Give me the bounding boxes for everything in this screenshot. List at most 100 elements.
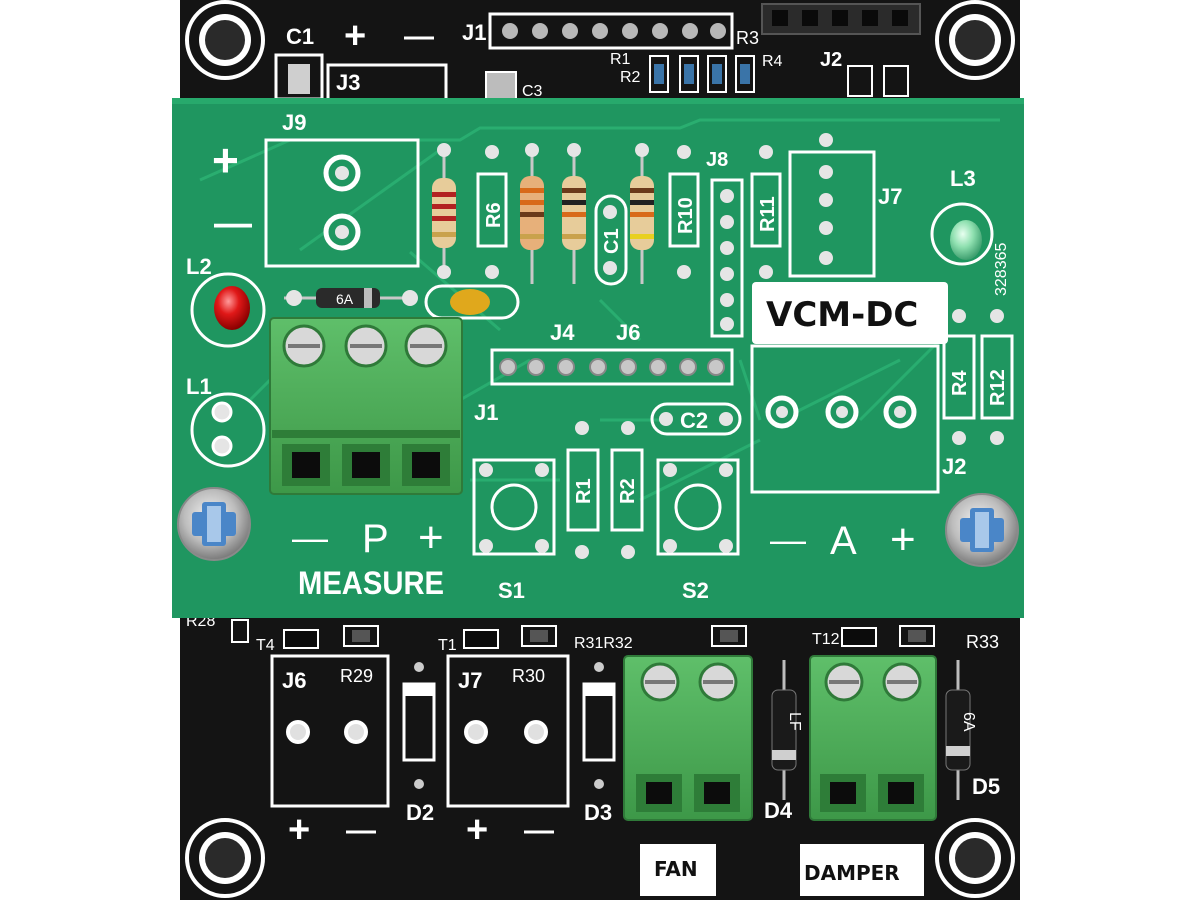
label-minus-top: — (404, 20, 434, 53)
label-c1-bottom: C1 (286, 24, 314, 49)
l3-footprint (930, 202, 994, 266)
j7-header-top (788, 150, 876, 278)
l3-green-led (950, 220, 982, 260)
r4-outline (942, 334, 976, 420)
label-p: P (362, 517, 389, 561)
label-l1: L1 (186, 374, 212, 399)
glass-diode: 6A (284, 288, 414, 308)
label-r12: R12 (987, 369, 1009, 406)
damper-label-sticker: DAMPER (800, 844, 924, 896)
label-diode-top: 6A (336, 291, 354, 307)
label-c2: C2 (680, 408, 708, 433)
label-diode-d4: LF (786, 712, 803, 731)
label-plus-a-top: + (890, 515, 916, 564)
ceramic-capacitor (450, 289, 490, 315)
screw-left (177, 487, 251, 561)
label-j7-bottom: J7 (458, 668, 482, 693)
label-j4: J4 (550, 320, 575, 345)
label-r4-bottom: R4 (762, 53, 783, 70)
j6-outline (270, 654, 390, 808)
label-r1-bottom: R1 (610, 51, 631, 68)
label-j2-top: J2 (942, 454, 966, 479)
measure-terminal-block (269, 317, 463, 495)
top-board: J9 + — L2 L1 R6 (172, 98, 1024, 618)
label-r30: R30 (512, 666, 545, 686)
c3-capacitor (485, 71, 517, 101)
j7-outline (446, 654, 570, 808)
r11-outline (750, 172, 782, 248)
label-plus-top: + (344, 15, 366, 57)
r2-outline (610, 448, 644, 532)
label-plus-j9: + (212, 134, 239, 186)
fan-label-sticker: FAN (640, 844, 716, 896)
damper-terminal-block (809, 655, 937, 821)
label-j1-top: J1 (474, 400, 498, 425)
vcm-dc-sticker: VCM-DC (752, 282, 948, 344)
label-t12: T12 (812, 631, 840, 648)
r10-outline (668, 172, 700, 248)
label-vcm-dc: VCM-DC (766, 295, 918, 335)
label-r11: R11 (757, 196, 779, 232)
s2-switch-outline (656, 458, 740, 556)
label-j6-top: J6 (616, 320, 640, 345)
label-r10: R10 (675, 197, 697, 234)
s1-button (490, 483, 538, 531)
d4-diode: LF (771, 660, 803, 800)
label-c1-top: C1 (601, 228, 623, 254)
label-d2: D2 (406, 800, 434, 825)
fan-terminal-block (623, 655, 753, 821)
c2-outline (650, 402, 742, 436)
r12-outline (980, 334, 1014, 420)
label-t4: T4 (256, 637, 275, 654)
label-r2-top: R2 (617, 478, 639, 504)
s2-button (674, 483, 722, 531)
mount-hole-top-right (935, 0, 1015, 80)
label-t1: T1 (438, 637, 457, 654)
label-j7-top: J7 (878, 184, 902, 209)
j1-pins (502, 23, 726, 39)
j1-header (488, 12, 734, 50)
label-j1-bottom: J1 (462, 20, 486, 45)
label-r4: R4 (949, 370, 971, 396)
label-l3: L3 (950, 166, 976, 191)
mount-hole-bottom-left (185, 818, 265, 898)
c1-outline-top (594, 194, 628, 286)
label-measure: MEASURE (298, 565, 444, 601)
r6-outline (476, 172, 508, 248)
j8-header (710, 178, 744, 338)
label-s1: S1 (498, 578, 525, 603)
label-a-top: A (830, 519, 857, 563)
d5-diode: 6A (945, 660, 977, 800)
label-d3: D3 (584, 800, 612, 825)
label-minus-a-top: — (770, 519, 806, 560)
label-c3-bottom: C3 (522, 83, 543, 100)
label-fan: FAN (654, 857, 698, 881)
label-j8: J8 (706, 149, 728, 171)
label-j6-bottom: J6 (282, 668, 306, 693)
r1-outline (566, 448, 600, 532)
label-plus-p: + (418, 513, 444, 562)
mount-hole-bottom-right (935, 818, 1015, 898)
label-minus-j9: — (214, 203, 252, 245)
label-r33: R33 (966, 632, 999, 652)
label-j2-bottom: J2 (820, 49, 842, 71)
resistor-4 (630, 148, 654, 284)
label-minus-b: — (524, 814, 554, 847)
smd-resistors-top (649, 55, 909, 97)
label-s2: S2 (682, 578, 709, 603)
capacitor-outline (424, 284, 520, 320)
mount-hole-top-left (185, 0, 265, 80)
resistor-1 (432, 152, 456, 272)
l2-red-led (214, 286, 250, 330)
label-serial: 328365 (993, 243, 1010, 296)
label-r1-top: R1 (573, 478, 595, 504)
s1-switch-outline (472, 458, 556, 556)
label-r3-bottom: R3 (736, 28, 759, 48)
j4-j6-header (490, 348, 734, 386)
label-r6: R6 (483, 202, 505, 228)
j2-outline-top (750, 344, 940, 494)
label-r29: R29 (340, 666, 373, 686)
l2-footprint (190, 272, 266, 348)
resistor-2 (520, 148, 544, 284)
